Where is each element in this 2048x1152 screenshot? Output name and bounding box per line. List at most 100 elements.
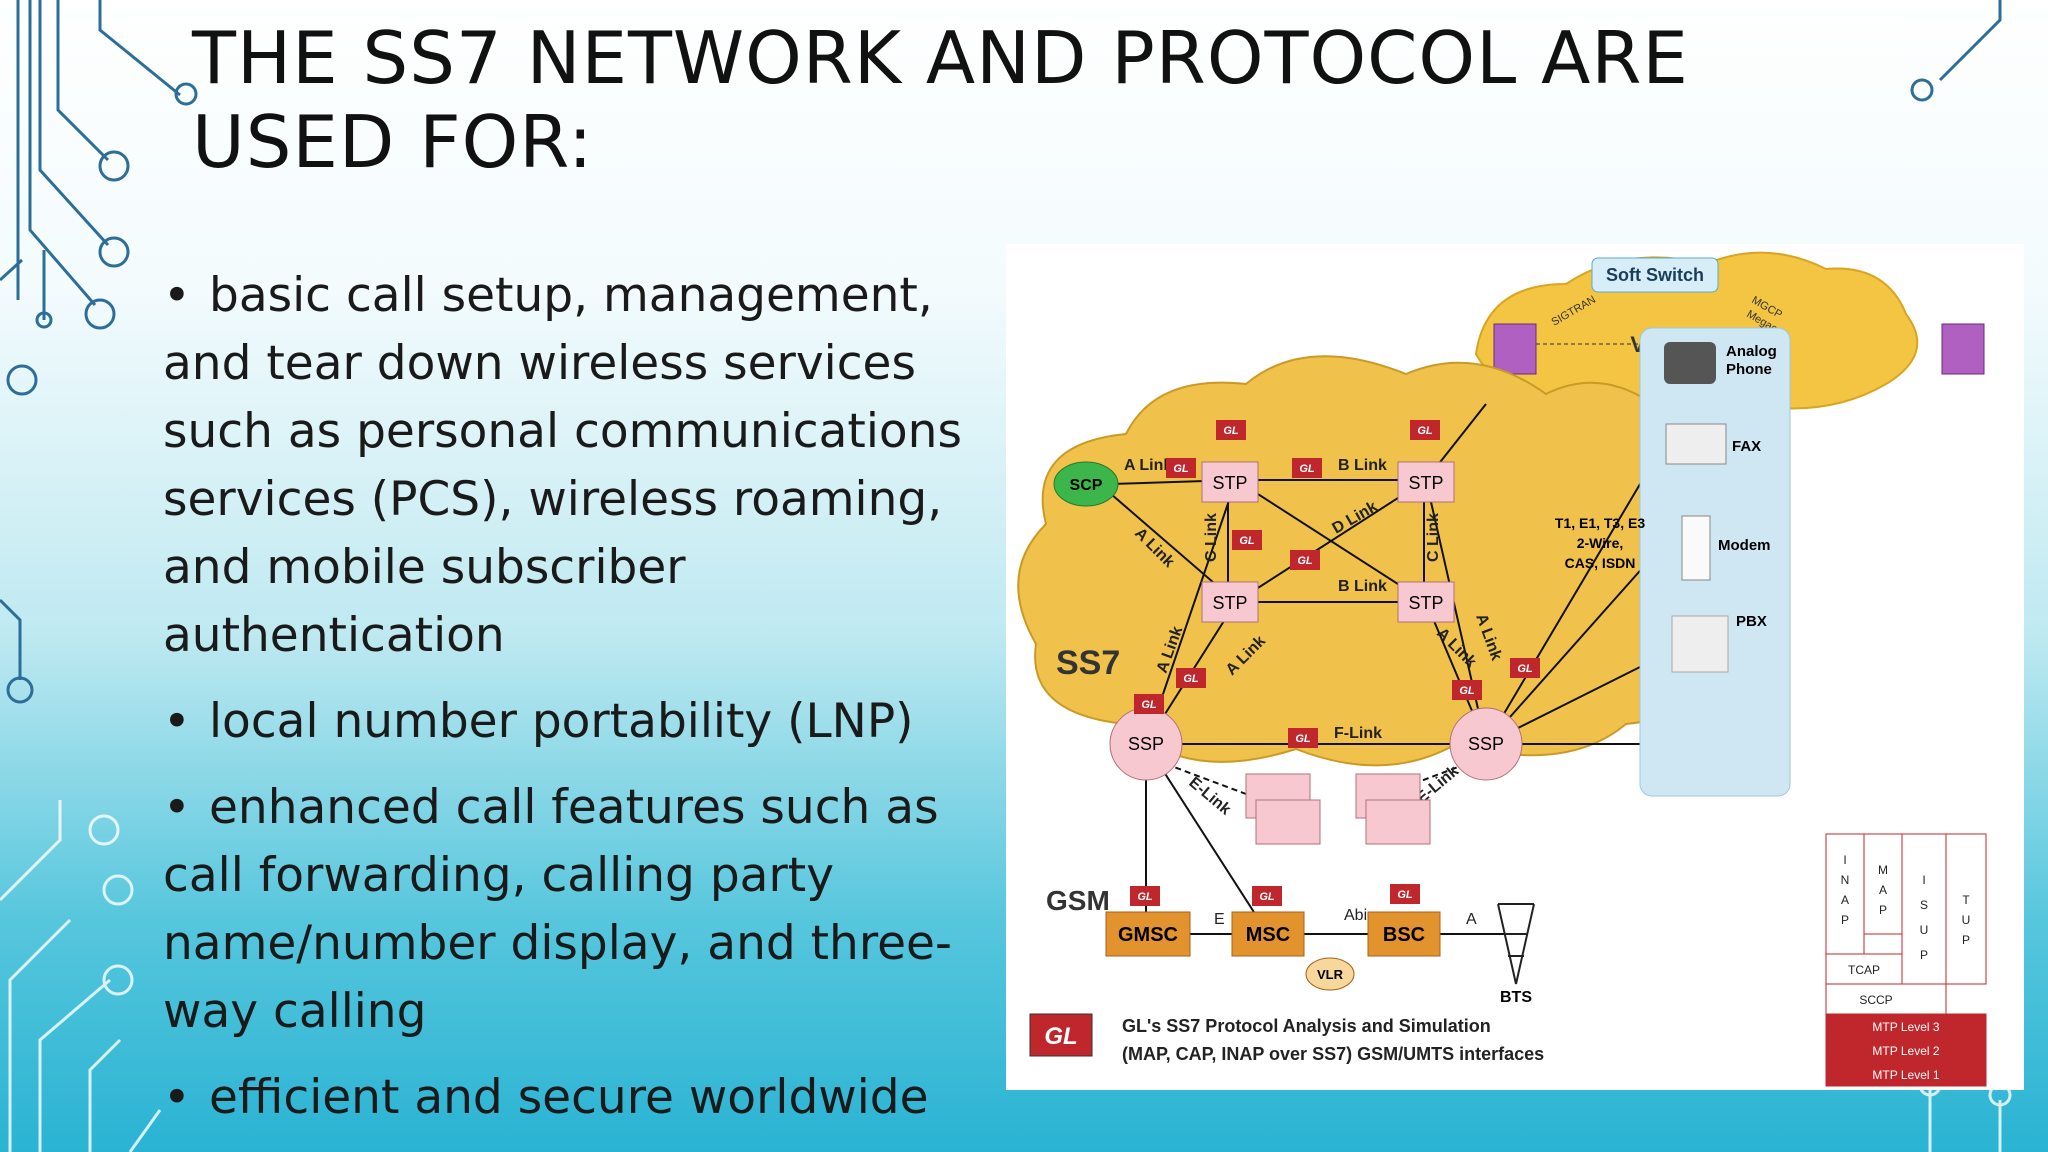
b-link-label: B Link [1338,578,1387,595]
gl-logo [1029,1013,1093,1057]
stp-node: STP [1397,461,1455,503]
bts-tower-icon [1497,903,1535,985]
vlr-node: VLR [1305,957,1355,991]
svg-text:GL: GL [1259,891,1275,903]
soft-switch-label: Soft Switch [1606,265,1704,285]
ssp-node: SSP [1449,707,1523,781]
analog-label: Analog [1726,343,1777,360]
b-link-label: B Link [1338,457,1387,474]
stp-node: STP [1201,581,1259,623]
stack-letter: T [1962,893,1970,907]
gateway-icon [1493,323,1537,375]
bullet-dot: • [163,694,191,749]
svg-text:GL: GL [1299,463,1315,475]
bts-label: BTS [1500,989,1532,1006]
gl-analyzer-icon: GL [1390,884,1420,904]
stack-letter: A [1841,893,1849,907]
devices-panel [1639,327,1791,797]
svg-text:GL: GL [1417,425,1433,437]
a-link-label: A Link [1124,457,1172,474]
caption-line-2: (MAP, CAP, INAP over SS7) GSM/UMTS inter… [1122,1044,1544,1064]
stack-letter: U [1920,923,1929,937]
bullet-list: •basic call setup, management, and tear … [163,262,963,1150]
gl-analyzer-icon: GL [1130,886,1160,906]
stp-label: STP [1212,593,1247,613]
gl-analyzer-icon: GL [1288,728,1318,748]
msc-label: MSC [1246,924,1290,946]
stack-letter: A [1879,883,1887,897]
stack-letter: S [1920,898,1928,912]
slide-title: THE SS7 NETWORK AND PROTOCOL ARE USED FO… [192,16,1689,184]
fax-label: FAX [1732,438,1761,455]
trunk-label-3: CAS, ISDN [1565,555,1636,571]
gl-analyzer-icon: GL [1510,658,1540,678]
switch-box [1365,799,1431,845]
svg-text:GL: GL [1517,663,1533,675]
c-link-label: C Link [1425,513,1442,562]
stp-label: STP [1408,473,1443,493]
gmsc-label: GMSC [1118,924,1178,946]
gl-analyzer-icon: GL [1252,886,1282,906]
stp-label: STP [1408,593,1443,613]
e-link-label: E-Link [1185,774,1233,819]
gl-analyzer-icon: GL [1410,420,1440,440]
trunk-label-2: 2-Wire, [1577,535,1624,551]
bullet-item: •basic call setup, management, and tear … [163,262,963,670]
bullet-item: •enhanced call features such as call for… [163,774,963,1046]
bullet-item: • efficient and secure worldwide [163,1064,963,1132]
svg-text:GL: GL [1137,891,1153,903]
gmsc-node: GMSC [1105,911,1191,957]
gl-logo-text: GL [1044,1023,1077,1050]
pbx-icon [1671,615,1729,673]
stack-letter: N [1841,873,1850,887]
bullet-text: efficient and secure worldwide [209,1070,929,1125]
bullet-text: enhanced call features such as call forw… [163,780,952,1039]
bullet-dot: • [163,780,191,835]
trunk-label-1: T1, E1, T3, E3 [1555,515,1645,531]
svg-text:GL: GL [1173,463,1189,475]
diagram-canvas: Soft Switch VoIP SIGTRAN MGCP Megaco SS7… [1017,251,1987,1087]
fax-icon [1665,423,1727,465]
vlr-label: VLR [1317,967,1344,982]
gsm-label: GSM [1046,885,1110,916]
switch-box [1255,799,1321,845]
pbx-label: PBX [1736,613,1767,630]
protocol-stack [1825,833,1987,1087]
bullet-item: • local number portability (LNP) [163,688,963,756]
svg-text:GL: GL [1223,425,1239,437]
gl-analyzer-icon: GL [1216,420,1246,440]
bullet-text: local number portability (LNP) [209,694,914,749]
stack-letter: P [1962,933,1970,947]
stack-letter: P [1879,903,1887,917]
svg-text:GL: GL [1183,673,1199,685]
ss7-network-diagram: Soft Switch VoIP SIGTRAN MGCP Megaco SS7… [1006,244,2024,1090]
bullet-dot: • [163,268,191,323]
stack-letter: P [1920,948,1928,962]
svg-text:GL: GL [1297,555,1313,567]
analog-phone-icon [1664,342,1716,384]
bullet-dot: • [163,1070,191,1125]
e-interface-label: E [1214,911,1225,928]
mtp3-label: MTP Level 3 [1872,1020,1939,1034]
soft-switch-box [1591,257,1719,293]
stack-letter: U [1962,913,1971,927]
caption-line-1: GL's SS7 Protocol Analysis and Simulatio… [1122,1016,1491,1036]
bsc-label: BSC [1383,924,1425,946]
mtp2-label: MTP Level 2 [1872,1044,1939,1058]
sccp-label: SCCP [1859,993,1892,1007]
gateway-icon [1941,323,1985,375]
stp-label: STP [1212,473,1247,493]
c-link-label: C Link [1203,513,1220,562]
a-interface-label: A [1466,911,1477,928]
f-link-label: F-Link [1334,725,1382,742]
svg-text:GL: GL [1141,699,1157,711]
gl-analyzer-icon: GL [1134,694,1164,714]
stp-node: STP [1201,461,1259,503]
phone-label: Phone [1726,361,1772,378]
bullet-text: basic call setup, management, and tear d… [163,268,962,663]
stack-letter: P [1841,913,1849,927]
scp-label: SCP [1070,477,1103,494]
gl-analyzer-icon: GL [1166,458,1196,478]
tcap-label: TCAP [1848,963,1880,977]
msc-node: MSC [1231,911,1305,957]
